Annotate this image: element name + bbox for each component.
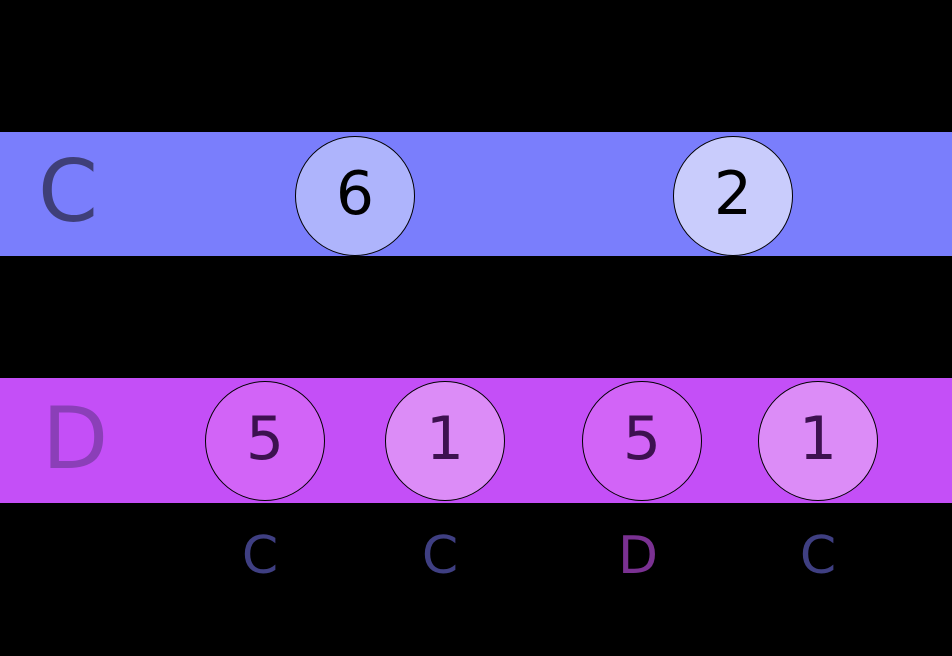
node-circle[interactable]: 1 [758,381,878,501]
node-circle[interactable]: 1 [385,381,505,501]
node-value: 5 [245,404,285,474]
axis-label-c: C [421,526,459,586]
node-value: 6 [335,159,375,229]
node-value: 2 [713,159,753,229]
node-value: 1 [798,404,838,474]
band-c: C [0,132,952,256]
node-circle[interactable]: 5 [582,381,702,501]
axis-label-d: D [617,526,659,586]
node-circle[interactable]: 5 [205,381,325,501]
band-background [0,132,952,256]
node-circle[interactable]: 2 [673,136,793,256]
node-circle[interactable]: 6 [295,136,415,256]
axis-label-c: C [799,526,837,586]
node-value: 5 [622,404,662,474]
node-value: 1 [425,404,465,474]
band-label-d: D [42,388,109,489]
axis-label-c: C [241,526,279,586]
band-label-c: C [38,142,99,242]
